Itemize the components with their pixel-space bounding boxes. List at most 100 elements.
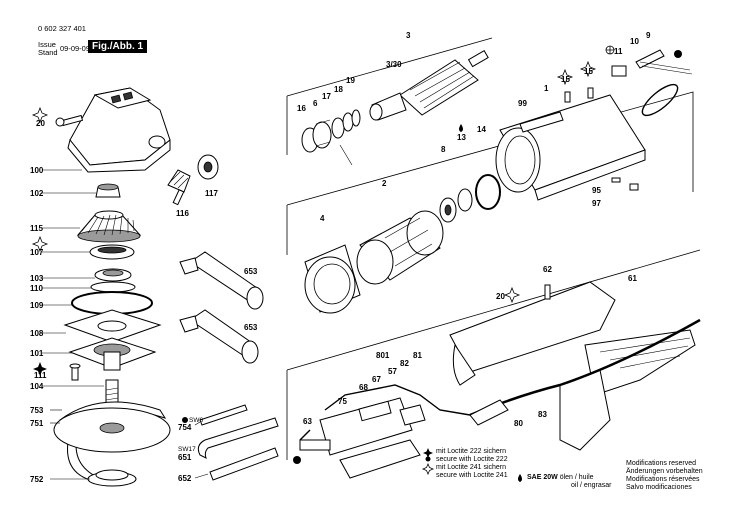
legend-loctite222-en: secure with Loctite 222 [436,456,508,463]
loctite241-icon [579,60,597,78]
bearing-103 [94,268,132,282]
loctite241-legend-icon [421,462,435,476]
grease-icon [293,456,301,464]
legend-loctite241: mit Loctite 241 sichern secure with Loct… [436,464,508,480]
fan-guard-4 [304,244,361,314]
label-68: 68 [359,383,368,392]
label-20b: 20 [496,292,505,301]
label-801: 801 [376,351,390,360]
ring-110 [90,281,136,293]
label-75: 75 [338,397,347,406]
label-6: 6 [313,99,318,108]
label-10: 10 [630,37,639,46]
motor-housing-1 [495,87,646,201]
label-15a: 15 [561,75,570,84]
label-8: 8 [441,145,446,154]
label-115: 115 [30,224,43,233]
legend-sae-text2: oil / engrasar [571,482,612,489]
label-3: 3 [406,31,411,40]
section-frames [286,37,701,460]
label-19: 19 [346,76,355,85]
modifications-line-4: Salvo modificaciones [626,484,692,491]
ring-14 [475,174,501,210]
label-652: 652 [178,474,192,483]
label-20a: 20 [36,119,45,128]
label-80: 80 [514,419,523,428]
label-16: 16 [297,104,306,113]
stand-label: Stand [38,48,58,57]
auxiliary-handle-653b [179,309,259,364]
label-4: 4 [320,214,325,223]
legend-loctite222: mit Loctite 222 sichern secure with Loct… [436,448,508,464]
legend-sae-code: SAE 20W [527,474,558,481]
label-754: 754 [178,423,192,432]
handle-housing-61 [449,281,696,451]
label-107: 107 [30,248,44,257]
pinion-116 [167,169,191,206]
label-117: 117 [205,189,218,198]
label-sw6: SW6 [189,417,203,424]
label-3-30: 3/30 [386,60,402,69]
screw-62 [544,284,551,300]
label-751: 751 [30,419,44,428]
label-753: 753 [30,406,44,415]
label-1: 1 [544,84,549,93]
bevel-gear-115 [76,210,142,243]
label-104: 104 [30,382,44,391]
nut-102 [95,183,121,198]
armature-3 [369,49,489,121]
label-110: 110 [30,284,43,293]
loctite241-icon [31,106,49,124]
legend-loctite241-de: mit Loctite 241 sichern [436,464,507,471]
bearing-8 [439,197,457,223]
legend-loctite241-en: secure with Loctite 241 [436,472,508,479]
clamp-nut-752 [87,469,137,487]
modifications-note: Modifications reserved Änderungen vorbeh… [626,460,703,492]
flange-108 [63,309,162,343]
label-18: 18 [334,85,343,94]
part-labels: 20 100 102 115 107 103 110 109 108 101 1… [30,31,651,484]
label-651: 651 [178,453,192,462]
ring-13 [457,188,473,212]
oil-legend-icon [518,474,522,482]
bearing-117 [197,154,219,180]
label-63: 63 [303,417,312,426]
label-61: 61 [628,274,637,283]
label-13: 13 [457,133,466,142]
label-83: 83 [538,410,547,419]
document-number: 0 602 327 401 [38,24,86,33]
loctite222-icon [33,362,47,376]
label-2: 2 [382,179,387,188]
label-102: 102 [30,189,44,198]
label-14: 14 [477,125,486,134]
switch-assembly [299,384,471,479]
bearing-107 [89,244,135,260]
leader-lines [42,169,209,480]
oil-drop-icon [459,124,463,132]
loctite241-icon [503,286,521,304]
screw-20 [55,114,84,127]
label-62: 62 [543,265,552,274]
label-17: 17 [322,92,331,101]
cord-clamp-group [611,49,693,117]
label-57: 57 [388,367,397,376]
label-99: 99 [518,99,527,108]
spindle-plate-101 [68,337,157,371]
label-116: 116 [176,209,189,218]
bearing-group [301,109,361,166]
stator-2 [356,210,444,285]
label-15b: 15 [584,67,593,76]
issue-date: 09-09-09 [60,44,91,53]
screws-95-97 [611,177,639,191]
key-dot-icon [182,417,188,423]
auxiliary-handle-653a [179,251,264,310]
loctite241-icon [556,68,574,86]
label-9: 9 [646,31,651,40]
ground-icon-cross [606,46,614,54]
label-81: 81 [413,351,422,360]
loctite222-legend-icon [423,448,433,458]
label-82: 82 [400,359,409,368]
key-dot-icon [425,456,431,462]
legend-oil: SAE 20W ölen / huile oil / engrasar [527,474,611,490]
